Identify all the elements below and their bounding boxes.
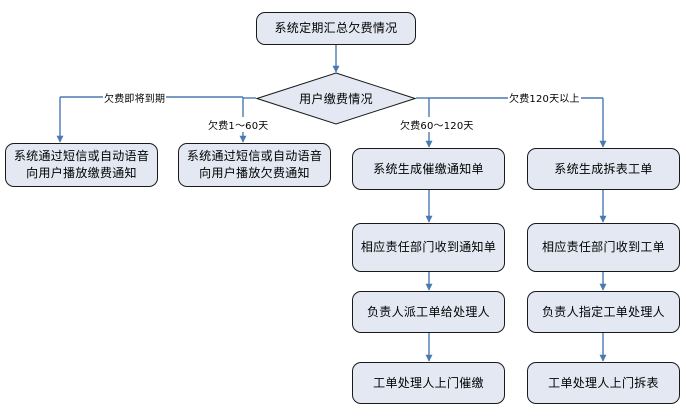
node-start[interactable]: 系统定期汇总欠费情况 — [256, 12, 416, 45]
node-branch4-step4[interactable]: 工单处理人上门拆表 — [527, 362, 680, 404]
node-branch4-step3-label: 负责人指定工单处理人 — [541, 304, 665, 319]
node-branch3-step3-label: 负责人派工单给处理人 — [366, 304, 490, 319]
node-branch3-step2[interactable]: 相应责任部门收到通知单 — [352, 223, 505, 272]
node-branch3-step2-label: 相应责任部门收到通知单 — [360, 240, 497, 254]
node-branch3-step1-label: 系统生成催缴通知单 — [373, 161, 484, 176]
node-start-label: 系统定期汇总欠费情况 — [274, 21, 398, 35]
node-branch3-step1[interactable]: 系统生成催缴通知单 — [352, 148, 505, 190]
node-branch4-step1-label: 系统生成拆表工单 — [554, 161, 653, 176]
node-branch4-step3[interactable]: 负责人指定工单处理人 — [527, 291, 680, 333]
node-branch4-step4-label: 工单处理人上门拆表 — [548, 375, 659, 390]
diamond-shape — [256, 72, 416, 125]
decision-label: 用户缴费情况 — [299, 92, 373, 106]
edge-label-2: 欠费1～60天 — [207, 117, 270, 132]
decision-payment-status[interactable]: 用户缴费情况 — [256, 72, 416, 125]
node-branch4-step2[interactable]: 相应责任部门收到工单 — [527, 223, 680, 272]
edge-label-3: 欠费60～120天 — [399, 117, 475, 132]
edge-label-4: 欠费120天以上 — [508, 90, 581, 105]
node-branch3-step4[interactable]: 工单处理人上门催缴 — [352, 362, 505, 404]
node-branch4-step1[interactable]: 系统生成拆表工单 — [527, 148, 680, 190]
node-branch3-step3[interactable]: 负责人派工单给处理人 — [352, 291, 505, 333]
edge-label-1: 欠费即将到期 — [103, 90, 167, 105]
node-branch4-step2-label: 相应责任部门收到工单 — [541, 240, 665, 254]
node-branch2-step1-label: 系统通过短信或自动语音向用户播放欠费通知 — [186, 149, 323, 180]
node-branch1-step1-label: 系统通过短信或自动语音向用户播放缴费通知 — [13, 149, 150, 180]
node-branch3-step4-label: 工单处理人上门催缴 — [373, 375, 484, 390]
node-branch2-step1[interactable]: 系统通过短信或自动语音向用户播放欠费通知 — [178, 143, 331, 187]
node-branch1-step1[interactable]: 系统通过短信或自动语音向用户播放缴费通知 — [5, 143, 158, 187]
